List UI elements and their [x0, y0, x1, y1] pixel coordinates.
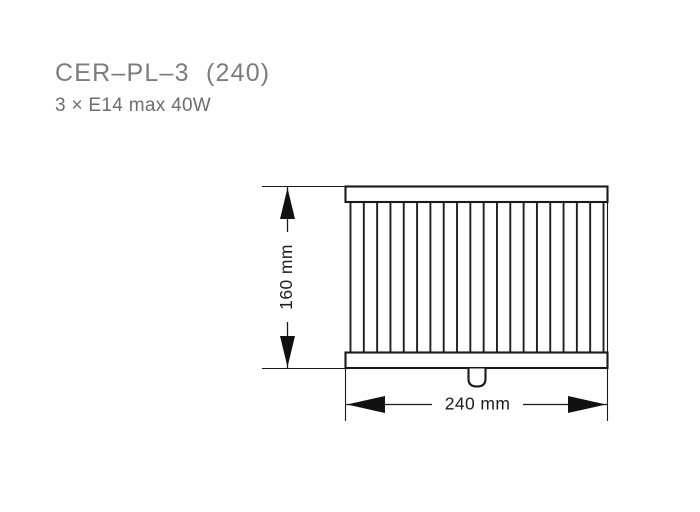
bottom-knob — [467, 367, 487, 388]
top-plate — [344, 185, 609, 204]
slat-array — [349, 202, 605, 353]
dimension-label-width: 240 mm — [445, 394, 511, 414]
arrowhead-left-icon — [347, 396, 385, 413]
dimension-width: 240 mm — [345, 394, 608, 414]
lamp-specification: 3 × E14 max 40W — [55, 95, 212, 116]
arrowhead-right-icon — [568, 396, 606, 413]
page-title: CER–PL–3 (240) — [55, 59, 271, 87]
bottom-plate — [344, 351, 609, 370]
title-block: CER–PL–3 (240) 3 × E14 max 40W — [55, 58, 475, 119]
dimension-label-height: 160 mm — [276, 244, 296, 310]
arrowhead-up-icon — [280, 188, 295, 219]
dimension-height: 160 mm — [276, 186, 296, 369]
arrowhead-down-icon — [280, 336, 295, 367]
extension-lines — [262, 185, 609, 421]
